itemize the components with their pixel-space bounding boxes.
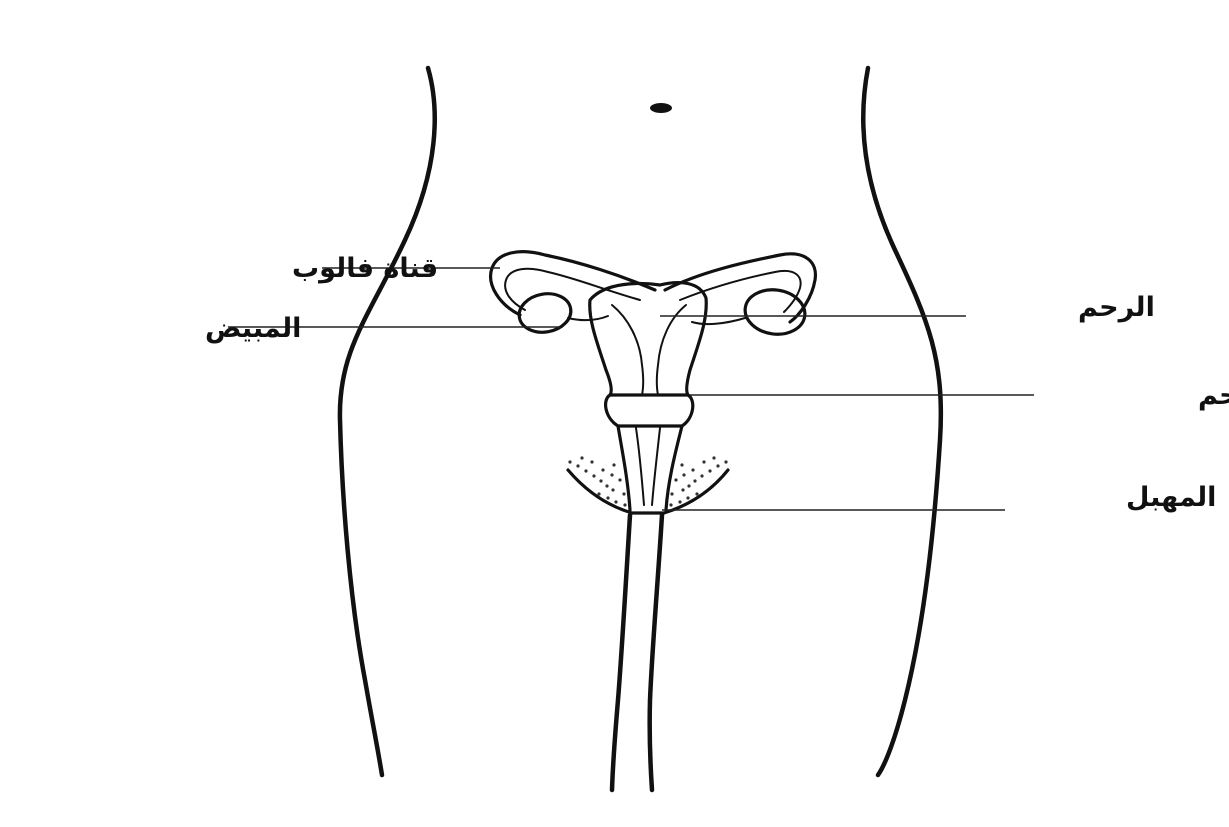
cervix xyxy=(606,395,693,426)
ovary-right-ligament xyxy=(692,318,745,324)
body-silhouette xyxy=(340,68,941,790)
fallopian-tube-right xyxy=(665,254,815,322)
label-cervix: عنق الرحم xyxy=(1198,380,1229,411)
uterine-cavity xyxy=(612,305,686,395)
right-torso-outline xyxy=(863,68,941,775)
label-fallopian-tube: قناة فالوب xyxy=(292,253,438,284)
label-uterus: الرحم xyxy=(1078,292,1155,323)
vagina-canal-inner xyxy=(636,428,660,505)
labels: قناة فالوب المبيض الرحم عنق الرحم المهبل xyxy=(205,253,1229,513)
left-inner-thigh xyxy=(612,515,630,790)
pubic-stipple xyxy=(568,456,727,506)
vagina-canal xyxy=(618,426,682,510)
reproductive-organs xyxy=(491,252,816,513)
ovary-left-ligament xyxy=(568,316,608,320)
navel xyxy=(650,103,672,113)
left-torso-outline xyxy=(340,68,435,775)
right-inner-thigh xyxy=(650,515,662,790)
ovary-left xyxy=(516,290,574,336)
leader-lines xyxy=(228,268,1034,510)
label-ovary: المبيض xyxy=(205,313,301,344)
uterus-body xyxy=(590,283,707,395)
vulva-outline xyxy=(568,470,728,513)
label-vagina: المهبل xyxy=(1126,482,1216,513)
